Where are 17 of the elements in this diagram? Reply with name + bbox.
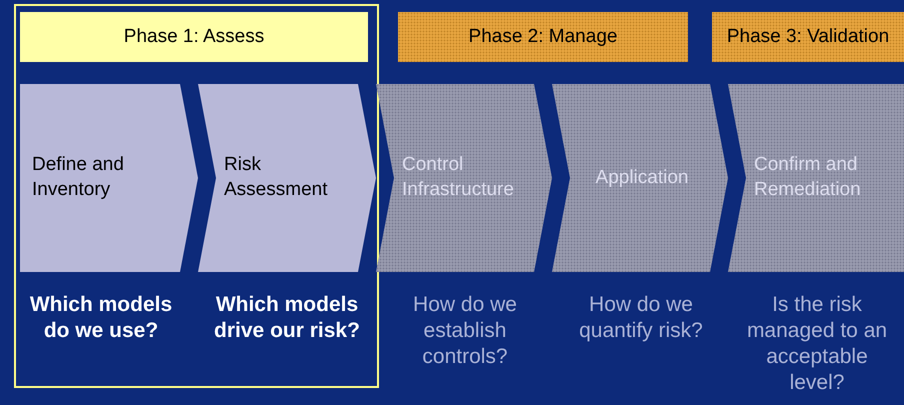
phase-header: Phase 2: Manage [398,12,688,62]
chevron-step [198,84,376,272]
question-text: How do we quantify risk? [578,292,704,344]
step-label: Application [594,166,690,190]
question-text: Which models do we use? [28,292,174,344]
chevron-step [376,84,552,272]
phase-header: Phase 1: Assess [20,12,368,62]
question-text: Which models drive our risk? [213,292,361,344]
step-label: Risk Assessment [224,153,328,202]
step-label: Confirm and Remediation [754,153,862,202]
step-label: Define and Inventory [32,153,125,202]
chevron-step [20,84,198,272]
phase-header: Phase 3: Validation [712,12,904,62]
step-label: Control Infrastructure [402,153,515,202]
question-text: How do we establish controls? [412,292,518,370]
chevron-step [728,84,904,272]
question-text: Is the risk managed to an acceptable level? [746,292,888,396]
